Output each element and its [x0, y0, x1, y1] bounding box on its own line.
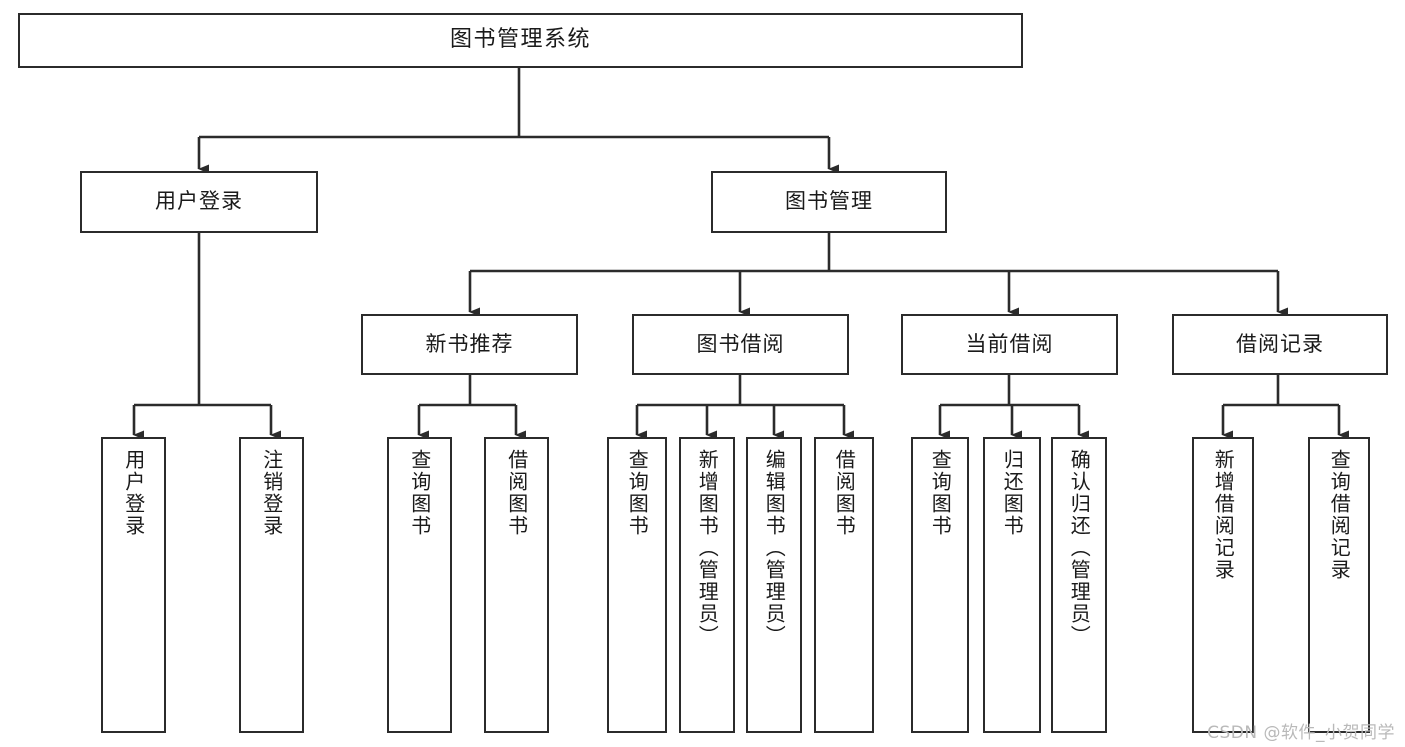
node-leaf_query_book_c: 查询图书: [911, 437, 969, 733]
node-root: 图书管理系统: [18, 13, 1023, 68]
node-leaf_confirm_return: 确认归还（管理员）: [1051, 437, 1107, 733]
node-label: 注销登录: [259, 449, 284, 537]
watermark-label: CSDN @软件_小贺同学: [1207, 723, 1395, 743]
node-label: 新增借阅记录: [1211, 449, 1236, 581]
node-label: 当前借阅: [965, 331, 1054, 356]
node-label: 查询借阅记录: [1327, 449, 1352, 581]
node-leaf_user_logout: 注销登录: [239, 437, 304, 733]
node-leaf_add_book: 新增图书（管理员）: [679, 437, 735, 733]
node-user_login: 用户登录: [80, 171, 318, 233]
node-label: 图书管理: [785, 189, 873, 214]
node-new_book_rec: 新书推荐: [361, 314, 578, 375]
node-label: 编辑图书（管理员）: [762, 449, 787, 647]
node-label: 用户登录: [121, 449, 146, 537]
node-leaf_user_login: 用户登录: [101, 437, 166, 733]
node-label: 借阅图书: [504, 449, 529, 537]
node-label: 新增图书（管理员）: [695, 449, 720, 647]
node-label: 查询图书: [625, 449, 650, 537]
node-leaf_query_record: 查询借阅记录: [1308, 437, 1370, 733]
node-label: 确认归还（管理员）: [1067, 449, 1092, 647]
node-book_borrow: 图书借阅: [632, 314, 849, 375]
node-label: 图书借阅: [696, 331, 785, 356]
node-leaf_query_book_b: 查询图书: [607, 437, 667, 733]
node-label: 用户登录: [155, 189, 243, 214]
node-book_manage: 图书管理: [711, 171, 947, 233]
node-leaf_borrow_book_b: 借阅图书: [814, 437, 874, 733]
node-label: 查询图书: [407, 449, 432, 537]
node-label: 归还图书: [1000, 449, 1025, 537]
node-borrow_record: 借阅记录: [1172, 314, 1388, 375]
node-leaf_borrow_book_rec: 借阅图书: [484, 437, 549, 733]
node-current_borrow: 当前借阅: [901, 314, 1118, 375]
node-leaf_return_book: 归还图书: [983, 437, 1041, 733]
node-label: 借阅图书: [832, 449, 857, 537]
node-leaf_add_record: 新增借阅记录: [1192, 437, 1254, 733]
node-leaf_edit_book: 编辑图书（管理员）: [746, 437, 802, 733]
node-label: 借阅记录: [1236, 331, 1324, 356]
node-label: 查询图书: [928, 449, 953, 537]
node-label: 新书推荐: [425, 331, 514, 356]
node-leaf_query_book_rec: 查询图书: [387, 437, 452, 733]
node-label: 图书管理系统: [449, 27, 591, 53]
